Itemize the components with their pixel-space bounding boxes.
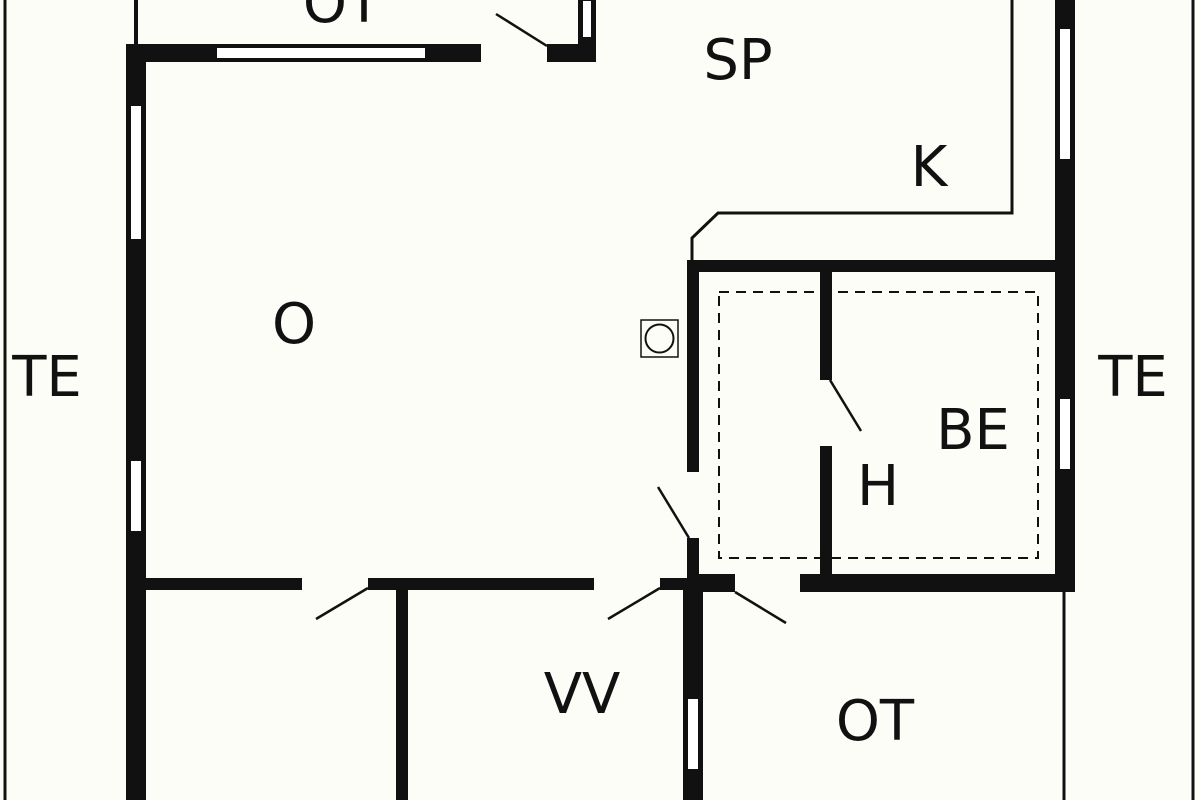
door-opening-o-vv xyxy=(594,578,660,590)
room-label-te-right: TE xyxy=(1097,345,1168,410)
room-label-ot-top: OT xyxy=(303,0,382,36)
door-swings xyxy=(315,12,863,625)
door-swing-h xyxy=(828,379,863,432)
door-swing-vv xyxy=(607,586,661,621)
wall-ot-top-left xyxy=(134,0,138,44)
wall-bathroom-top xyxy=(687,260,1075,272)
wall-bathroom-bottom xyxy=(800,574,1075,592)
door-swing-top xyxy=(495,12,548,48)
window-right-upper xyxy=(1058,27,1072,161)
door-opening-h xyxy=(735,574,800,592)
window-right-be xyxy=(1058,397,1072,471)
door-opening-h-be xyxy=(820,380,832,446)
room-label-ot-bottom: OT xyxy=(836,689,915,754)
room-label-k: K xyxy=(911,135,949,200)
terrace-outline xyxy=(3,0,1195,800)
room-label-te-left: TE xyxy=(11,345,82,410)
window-ot-top xyxy=(581,0,593,39)
window-top-o xyxy=(215,46,427,60)
wall-bathroom-left xyxy=(687,260,699,595)
door-opening-top xyxy=(481,44,547,62)
room-label-o: O xyxy=(272,292,316,357)
room-label-sp: SP xyxy=(703,28,772,93)
door-swing-bath xyxy=(656,486,691,539)
wall-vv-left xyxy=(396,584,408,800)
room-label-vv: VV xyxy=(544,662,621,727)
door-swing-o-left xyxy=(315,586,369,621)
windows xyxy=(129,0,1072,771)
fireplace-icon xyxy=(640,319,679,358)
window-vv-ot xyxy=(686,697,700,771)
door-swing-ot xyxy=(734,590,787,625)
thin-walls xyxy=(690,0,1066,800)
window-left-lower xyxy=(129,459,143,533)
window-left-upper xyxy=(129,104,143,241)
room-label-h: H xyxy=(857,454,899,519)
wall-o-bottom xyxy=(126,578,701,590)
door-opening-bath xyxy=(687,472,699,538)
sauna-bench-outline xyxy=(718,291,1039,559)
door-openings xyxy=(302,44,832,592)
room-label-be: BE xyxy=(936,398,1010,463)
door-opening-o-left xyxy=(302,578,368,590)
